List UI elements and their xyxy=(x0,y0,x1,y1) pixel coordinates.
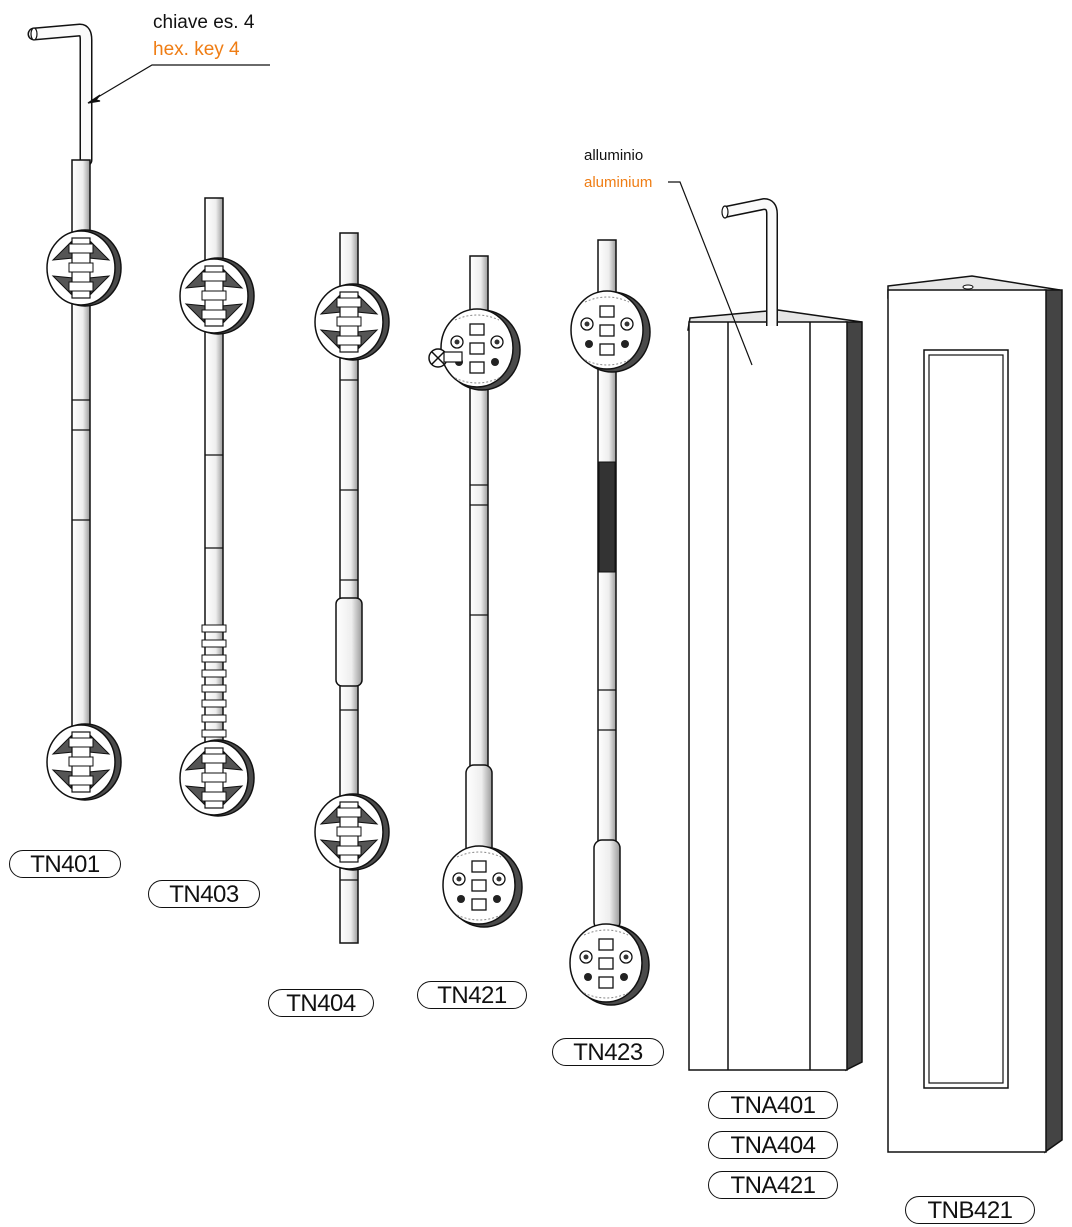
hex-key-label-en: hex. key 4 xyxy=(153,39,240,60)
tn421-assembly xyxy=(428,255,523,928)
profile-code-tna421: TNA421 xyxy=(708,1171,838,1199)
box-tnb421 xyxy=(887,275,1063,1154)
profile-code-tna404: TNA404 xyxy=(708,1131,838,1159)
box-code-tnb421: TNB421 xyxy=(905,1196,1035,1224)
tn401-assembly xyxy=(27,23,122,801)
product-code-tn403: TN403 xyxy=(148,880,260,908)
product-code-tn404: TN404 xyxy=(268,989,374,1017)
hex-key-label-it: chiave es. 4 xyxy=(153,12,255,33)
tn423-assembly xyxy=(569,239,651,1006)
product-code-tn423: TN423 xyxy=(552,1038,664,1066)
aluminium-label-en: aluminium xyxy=(584,174,653,191)
leader-lines xyxy=(87,64,753,366)
tn403-assembly xyxy=(179,197,255,817)
product-code-tn421: TN421 xyxy=(417,981,527,1009)
aluminium-label-it: alluminio xyxy=(584,147,644,164)
aluminium-profile xyxy=(687,198,863,1072)
product-code-tn401: TN401 xyxy=(9,850,121,878)
tn404-assembly xyxy=(314,232,390,944)
profile-code-tna401: TNA401 xyxy=(708,1091,838,1119)
